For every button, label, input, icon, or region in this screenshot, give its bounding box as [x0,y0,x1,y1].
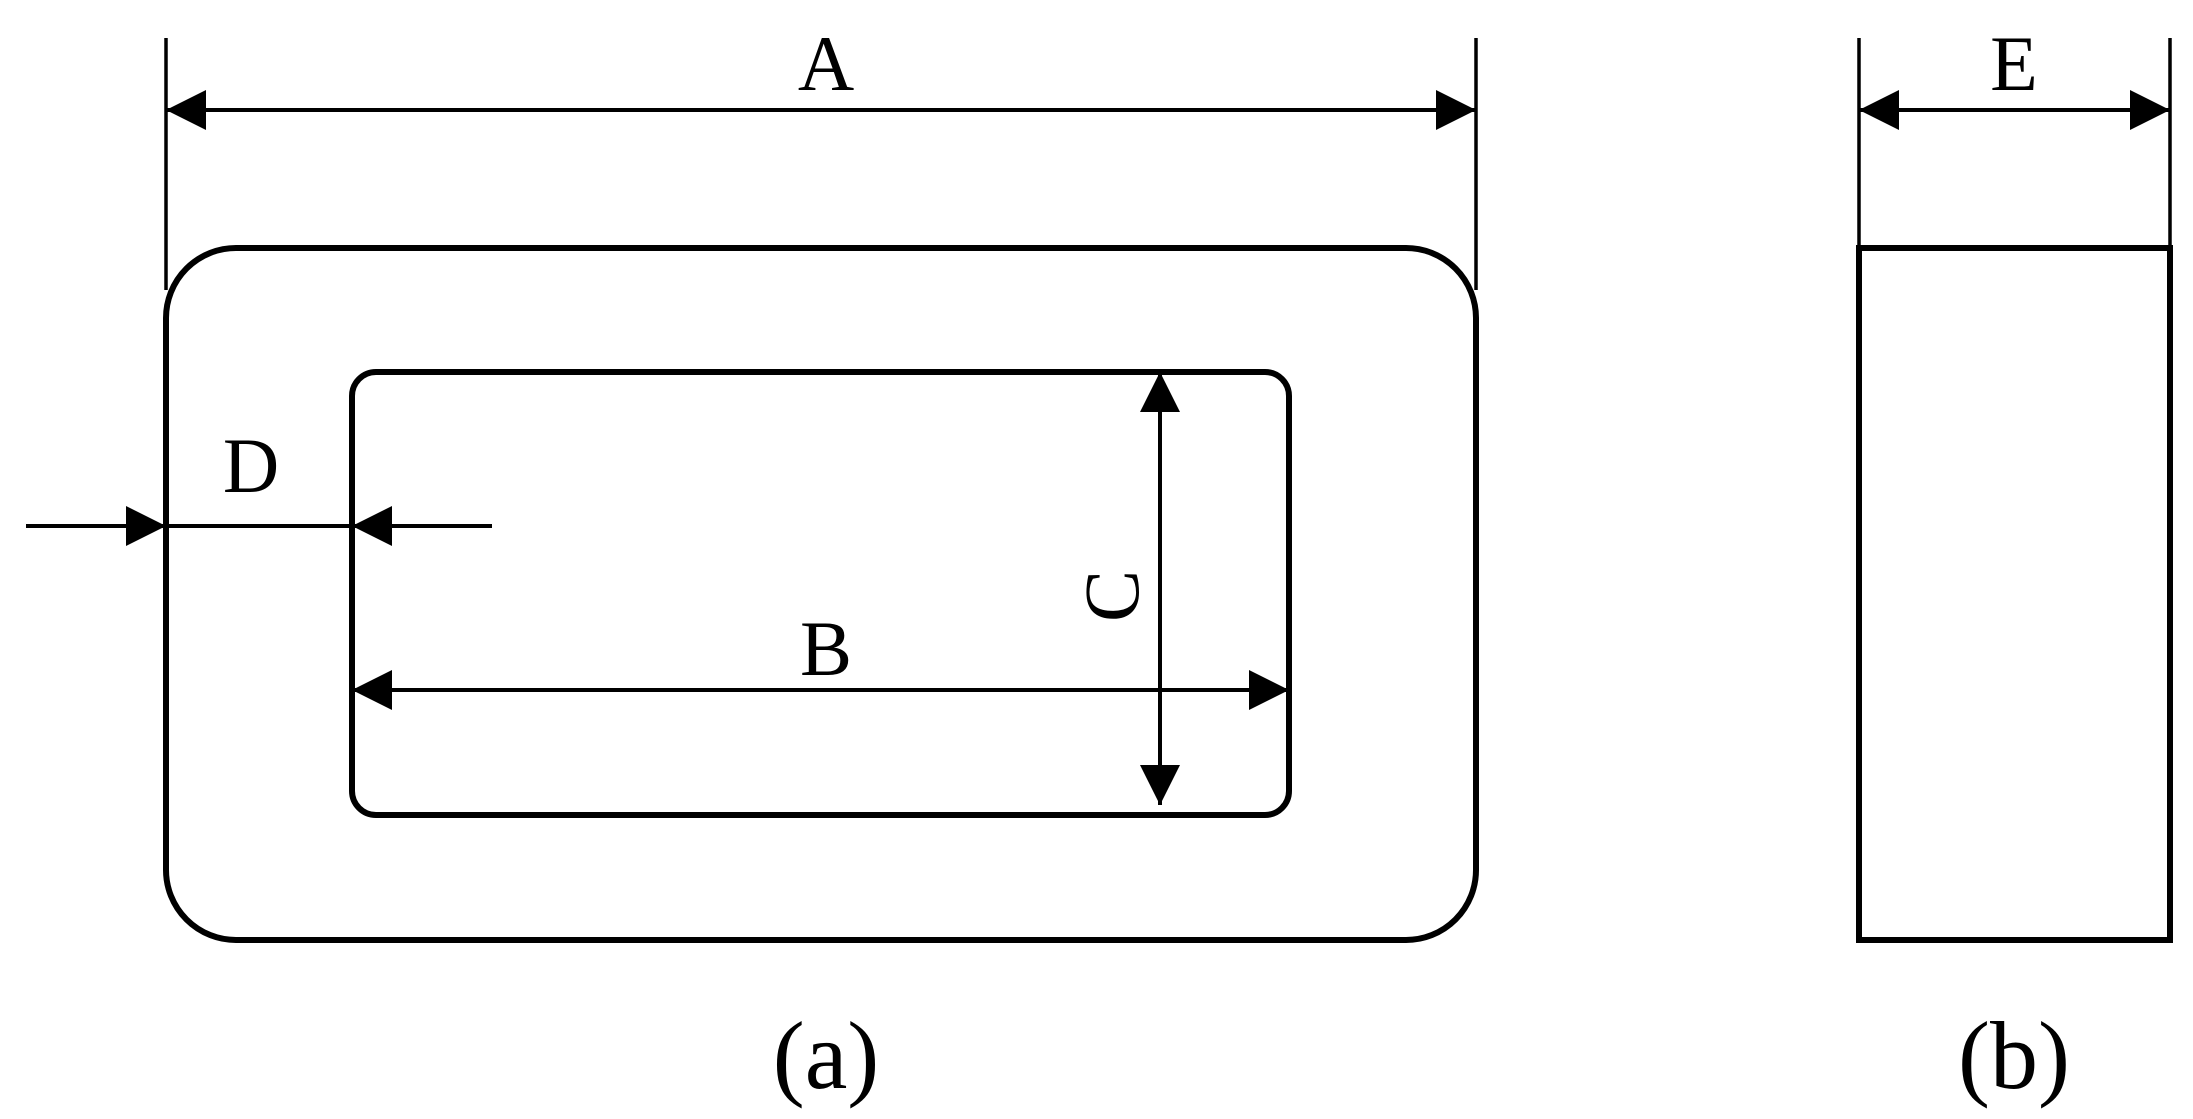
dimension-c: C [1068,372,1180,805]
arrowhead-a-left [166,90,206,130]
arrowhead-b-right [1249,670,1289,710]
arrowhead-e-right [2130,90,2170,130]
caption-b: (b) [1958,1002,2070,1109]
arrowhead-c-top [1140,372,1180,412]
arrowhead-d-right [352,506,392,546]
dimension-label-d: D [223,422,279,509]
arrowhead-e-left [1859,90,1899,130]
side-profile [1856,245,2173,943]
side-view: E (b) [1856,20,2173,1109]
arrowhead-c-bottom [1140,765,1180,805]
dimension-b: B [352,605,1289,710]
dimension-label-e: E [1990,20,2038,107]
dimension-e: E [1857,20,2172,248]
outer-frame [163,245,1479,943]
dimension-a: A [164,20,1478,290]
front-view: A D B C (a) [26,20,1479,1109]
dimension-d: D [26,422,492,546]
arrowhead-b-left [352,670,392,710]
dimension-label-b: B [800,605,852,692]
caption-a: (a) [773,1002,880,1109]
inner-window [349,369,1292,818]
arrowhead-d-left [126,506,166,546]
dimension-label-a: A [798,20,854,107]
arrowhead-a-right [1436,90,1476,130]
dimension-label-c: C [1068,570,1155,622]
